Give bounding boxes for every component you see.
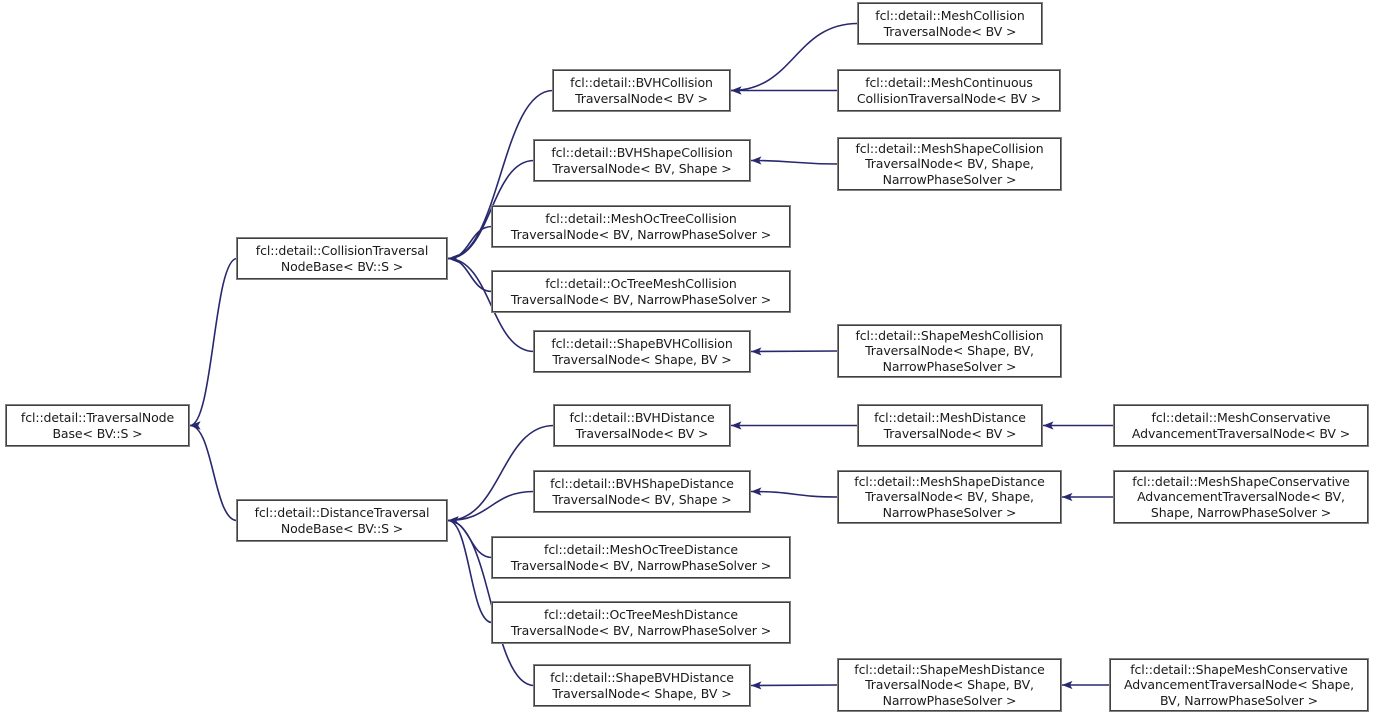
class-node-mesh-conservative-advancement-traversal-node[interactable]: fcl::detail::MeshConservative Advancemen… [1113, 404, 1369, 447]
inheritance-edge [189, 421, 238, 522]
class-node-bvh-shape-distance-traversal-node[interactable]: fcl::detail::BVHShapeDistance TraversalN… [533, 470, 751, 513]
class-node-bvh-collision-traversal-node[interactable]: fcl::detail::BVHCollision TraversalNode<… [552, 69, 731, 112]
inheritance-edge [750, 156, 839, 165]
class-node-label: fcl::detail::TraversalNode Base< BV::S > [20, 410, 175, 441]
class-node-label: fcl::detail::MeshShapeDistance Traversal… [854, 473, 1045, 520]
class-node-distance-traversal-node-base[interactable]: fcl::detail::DistanceTraversal NodeBase<… [236, 499, 448, 542]
class-node-mesh-octree-distance-traversal-node[interactable]: fcl::detail::MeshOcTreeDistance Traversa… [491, 536, 791, 579]
class-node-label: fcl::detail::MeshOcTreeDistance Traversa… [510, 542, 772, 573]
class-node-mesh-shape-distance-traversal-node[interactable]: fcl::detail::MeshShapeDistance Traversal… [837, 470, 1062, 524]
class-node-label: fcl::detail::ShapeBVHCollision Traversal… [551, 336, 733, 367]
class-node-bvh-distance-traversal-node[interactable]: fcl::detail::BVHDistance TraversalNode< … [553, 404, 731, 447]
inheritance-edge [447, 225, 493, 263]
class-node-mesh-collision-traversal-node[interactable]: fcl::detail::MeshCollision TraversalNode… [857, 2, 1043, 45]
class-node-shape-bvh-distance-traversal-node[interactable]: fcl::detail::ShapeBVHDistance TraversalN… [533, 664, 751, 707]
class-node-label: fcl::detail::OcTreeMeshDistance Traversa… [510, 607, 772, 638]
class-node-label: fcl::detail::ShapeMeshCollision Traversa… [855, 327, 1044, 374]
class-node-collision-traversal-node-base[interactable]: fcl::detail::CollisionTraversal NodeBase… [236, 237, 448, 280]
class-node-label: fcl::detail::ShapeMeshConservative Advan… [1124, 661, 1354, 708]
class-node-traversal-node-base[interactable]: fcl::detail::TraversalNode Base< BV::S > [5, 404, 190, 447]
class-node-label: fcl::detail::CollisionTraversal NodeBase… [255, 243, 429, 274]
class-node-shape-mesh-distance-traversal-node[interactable]: fcl::detail::ShapeMeshDistance Traversal… [837, 658, 1062, 712]
class-node-mesh-distance-traversal-node[interactable]: fcl::detail::MeshDistance TraversalNode<… [857, 404, 1043, 447]
class-node-mesh-continuous-collision-traversal-node[interactable]: fcl::detail::MeshContinuous CollisionTra… [837, 69, 1061, 112]
inheritance-edge [189, 257, 238, 430]
class-node-shape-mesh-conservative-advancement-traversal-node[interactable]: fcl::detail::ShapeMeshConservative Advan… [1109, 658, 1369, 712]
class-node-label: fcl::detail::MeshShapeCollision Traversa… [855, 140, 1044, 187]
class-node-shape-bvh-collision-traversal-node[interactable]: fcl::detail::ShapeBVHCollision Traversal… [533, 330, 751, 373]
inheritance-edge [447, 490, 535, 525]
inheritance-edge [447, 254, 493, 293]
class-node-label: fcl::detail::DistanceTraversal NodeBase<… [254, 505, 430, 536]
class-node-bvh-shape-collision-traversal-node[interactable]: fcl::detail::BVHShapeCollision Traversal… [533, 139, 751, 182]
class-node-label: fcl::detail::OcTreeMeshCollision Travers… [510, 276, 772, 307]
class-node-label: fcl::detail::BVHShapeDistance TraversalN… [550, 476, 734, 507]
class-node-label: fcl::detail::MeshOcTreeCollision Travers… [510, 211, 772, 242]
class-node-label: fcl::detail::BVHCollision TraversalNode<… [570, 75, 713, 106]
class-node-mesh-shape-conservative-advancement-traversal-node[interactable]: fcl::detail::MeshShapeConservative Advan… [1113, 470, 1369, 524]
class-node-mesh-shape-collision-traversal-node[interactable]: fcl::detail::MeshShapeCollision Traversa… [837, 137, 1062, 191]
inheritance-edge [750, 681, 839, 690]
class-node-label: fcl::detail::ShapeMeshDistance Traversal… [854, 661, 1045, 708]
inheritance-edge [447, 516, 493, 624]
inheritance-edge [447, 516, 493, 559]
inheritance-edge [750, 347, 839, 356]
class-node-label: fcl::detail::BVHShapeCollision Traversal… [551, 145, 733, 176]
class-node-label: fcl::detail::MeshContinuous CollisionTra… [856, 75, 1042, 106]
class-node-label: fcl::detail::MeshShapeConservative Advan… [1132, 473, 1350, 520]
class-node-octree-mesh-collision-traversal-node[interactable]: fcl::detail::OcTreeMeshCollision Travers… [491, 270, 791, 313]
inheritance-edge [750, 487, 839, 498]
class-node-label: fcl::detail::MeshDistance TraversalNode<… [874, 410, 1026, 441]
class-node-shape-mesh-collision-traversal-node[interactable]: fcl::detail::ShapeMeshCollision Traversa… [837, 324, 1062, 378]
class-node-label: fcl::detail::BVHDistance TraversalNode< … [569, 410, 715, 441]
class-node-label: fcl::detail::MeshCollision TraversalNode… [875, 8, 1025, 39]
class-node-octree-mesh-distance-traversal-node[interactable]: fcl::detail::OcTreeMeshDistance Traversa… [491, 601, 791, 644]
class-node-label: fcl::detail::ShapeBVHDistance TraversalN… [550, 670, 734, 701]
class-node-mesh-octree-collision-traversal-node[interactable]: fcl::detail::MeshOcTreeCollision Travers… [491, 205, 791, 248]
class-node-label: fcl::detail::MeshConservative Advancemen… [1131, 410, 1351, 441]
